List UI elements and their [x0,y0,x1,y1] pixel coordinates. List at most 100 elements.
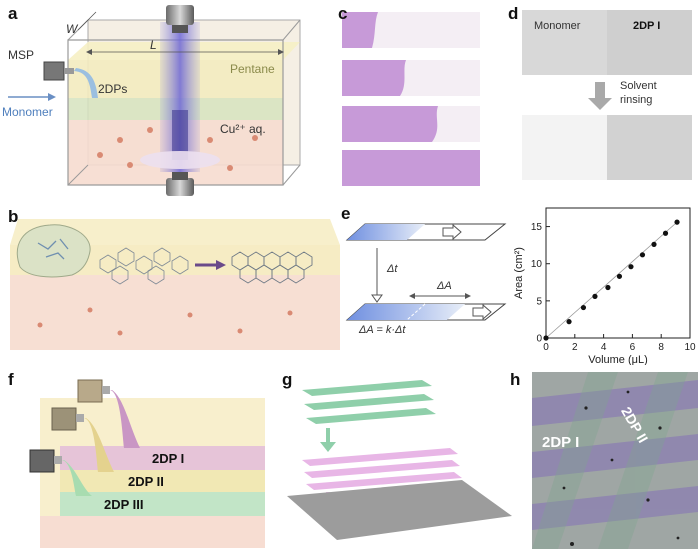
y-tick-label: 0 [536,334,542,345]
data-point [592,293,598,299]
x-tick-label: 6 [630,342,636,353]
ordering-arrow [216,260,226,270]
multi-printing-schematic [29,379,265,548]
syringe-3 [29,449,92,496]
2dps-label: 2DPs [98,82,128,96]
dt-label: Δt [387,263,398,275]
g-arrow-1 [320,442,336,452]
beam-spot [140,151,220,169]
solvent-label: Solvent [620,80,657,92]
monomer-flow [74,68,98,98]
time-arrow [371,294,383,303]
f-label-2dp-iii: 2DP III [104,497,144,512]
fit-line [545,221,678,339]
msp-label: MSP [8,48,35,62]
strip-4 [342,150,480,186]
da-label: ΔA [437,280,452,292]
syringe-1 [77,379,140,448]
data-point [674,219,680,225]
equation-label: ΔA = k·Δt [359,324,406,336]
data-point [605,284,611,291]
x-tick-label: 0 [543,342,549,353]
panel-label-g: g [282,370,293,389]
band-2dp-i [60,446,265,470]
panel-e: e Δt ΔA ΔA = k·Δt [341,200,525,360]
x-tick-label: 2 [572,342,578,353]
x-tick-label: 8 [658,342,664,353]
dim-l: L [150,38,157,52]
monomer-region-after [522,115,607,180]
data-point [566,319,572,325]
data-point [616,273,623,279]
pentane-label: Pentane [230,62,275,76]
bottom-lamp [166,178,194,196]
panel-f: f 2DP I 2DP II 2DP III [0,368,270,548]
plot-frame [545,207,691,339]
top-lamp [166,5,194,25]
monomer-label: Monomer [2,105,53,119]
x-tick-label: 10 [684,342,696,353]
transfer-schematic [287,380,512,540]
data-point [543,335,549,341]
data-point [651,241,657,247]
g-substrate [287,480,512,540]
interface-top [10,219,340,245]
pink-stripes [302,448,462,490]
panel-label-h: h [510,370,521,389]
optical-micrograph [532,372,698,549]
rinsing-arrow [588,98,612,110]
panel-label-e: e [341,204,351,223]
band-2dp-iii [60,492,265,516]
f-label-2dp-i: 2DP I [152,451,185,466]
micrograph-stripes [532,380,698,530]
panel-label-c: c [338,4,348,23]
dim-w: W [66,22,78,36]
panel-label-f: f [8,370,14,389]
y-tick-label: 5 [536,296,542,307]
beam-core [172,110,188,160]
panel-c: c [330,0,490,190]
panel-a: a [0,0,320,200]
y-tick-label: 15 [531,222,543,233]
x-tick-label: 4 [601,342,607,353]
kinetics-diagram [345,223,507,321]
panel-label-b: b [8,207,19,226]
syringe-2 [51,407,114,472]
y-axis-label: Area (cm²) [513,247,525,299]
spreading-sequence [342,12,480,186]
x-axis-label: Volume (μL) [588,354,648,365]
d-monomer-label: Monomer [534,20,581,32]
monomer-region-before [522,10,607,75]
data-point [639,252,646,258]
panel-label-d: d [508,4,519,23]
data-point [580,304,587,311]
panel-h: h 2DP I 2DP II [510,368,700,553]
2dp-region-after [607,115,692,180]
band-2dp-ii [60,470,265,492]
2dp-region-before [607,10,692,75]
monomer-droplet [16,224,91,278]
d-2dp-label: 2DP I [633,20,661,32]
panel-label-a: a [8,4,18,23]
reactor-schematic [8,5,301,196]
data-point [662,230,669,236]
cu-particle [117,137,123,143]
h-label-2dp-i: 2DP I [542,434,580,451]
f-label-2dp-ii: 2DP II [128,474,164,489]
panel-b: b [0,205,340,355]
data-point [628,264,634,270]
disordered-network [99,247,189,285]
cu-label: Cu²⁺ aq. [220,122,266,136]
y-tick-label: 10 [531,259,543,270]
rinsing-label: rinsing [620,94,653,106]
panel-d: d Monomer 2DP I Solvent rinsing [508,0,698,190]
msp-syringe [43,61,65,81]
panel-g: g [282,368,522,548]
rinsing-images [522,10,692,180]
ordered-network [231,251,313,284]
polymerization-schematic [10,219,340,350]
green-stripes [302,380,436,424]
aqueous-subphase [10,275,340,350]
